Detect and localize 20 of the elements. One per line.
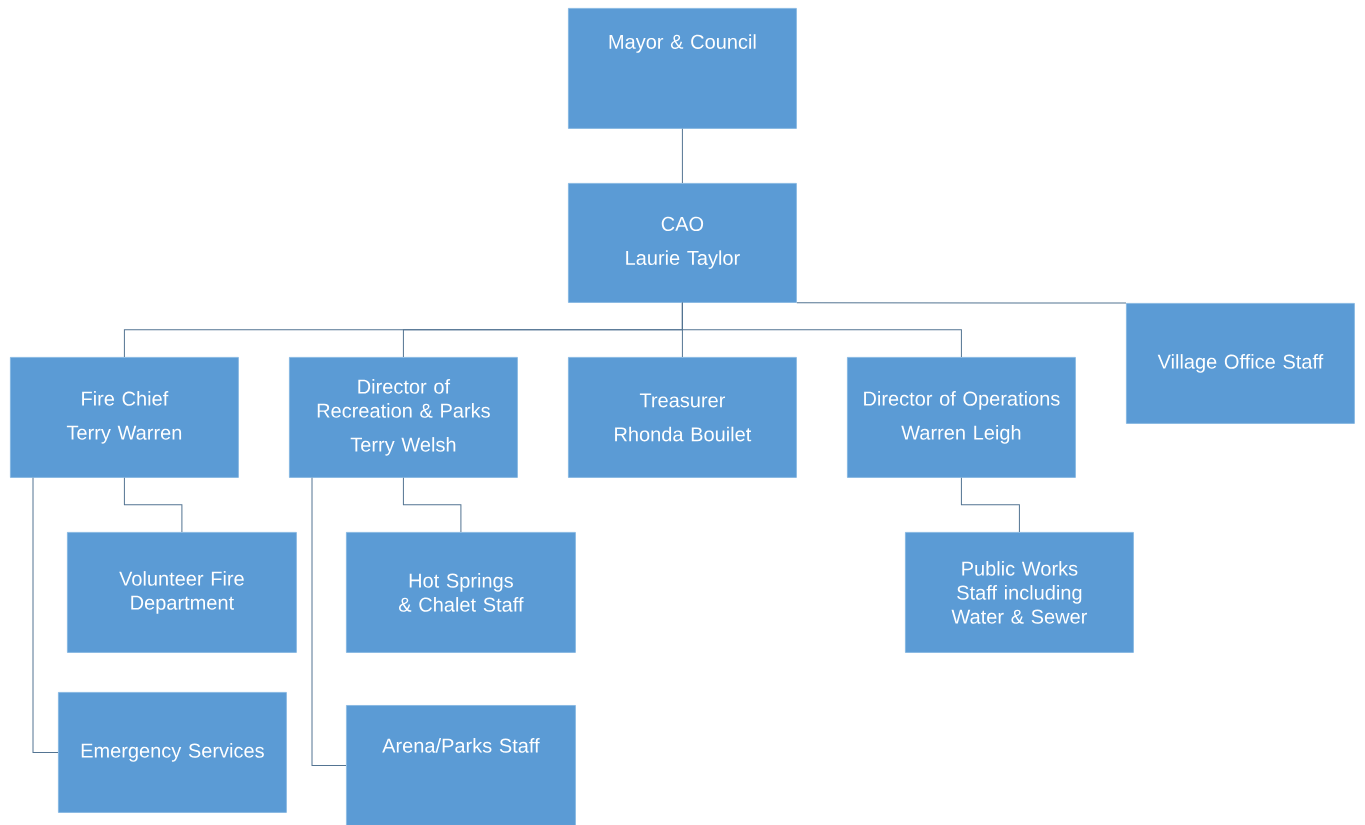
connector-line	[311, 477, 347, 766]
org-box: Arena/Parks Staff	[346, 705, 576, 825]
org-box: Director of Recreation & Parks Terry Welsh	[289, 357, 518, 478]
org-box: Hot Springs & Chalet Staff	[346, 532, 576, 653]
org-box: Village Office Staff	[1126, 303, 1355, 424]
org-box: Fire Chief Terry Warren	[10, 357, 239, 478]
connector-line	[796, 302, 1127, 304]
org-box: Director of Operations Warren Leigh	[847, 357, 1076, 478]
connector-line	[681, 128, 683, 184]
connector-line	[402, 477, 462, 533]
connector-line	[960, 477, 1020, 533]
connector-line	[681, 302, 962, 358]
org-box: Volunteer Fire Department	[67, 532, 297, 653]
org-box: CAO Laurie Taylor	[568, 183, 797, 303]
org-box: Public Works Staff including Water & Sewer	[905, 532, 1134, 653]
connector-line	[123, 477, 183, 533]
org-box: Treasurer Rhonda Bouilet	[568, 357, 797, 478]
org-box: Emergency Services	[58, 692, 287, 813]
connector-line	[32, 477, 59, 753]
org-box: Mayor & Council	[568, 8, 797, 129]
